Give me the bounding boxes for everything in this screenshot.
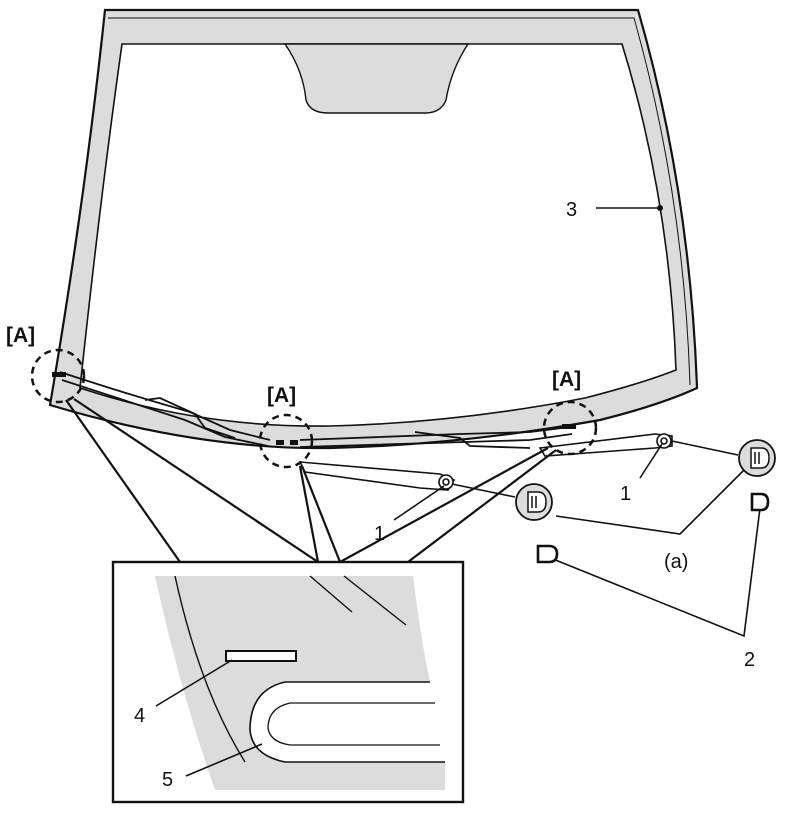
wiper-arms [298,433,673,491]
label-wiper-arm-left: 1 [374,523,385,545]
right-wiper-arm-link [414,431,531,449]
label-wiper-arm-right: 1 [620,483,631,505]
label-leader-lines [155,207,761,777]
label-windshield: 3 [566,199,577,221]
label-frit-edge: 5 [162,769,173,791]
callout-label-center: [A] [267,384,296,407]
text-labels: [A] [A] [A] 3 1 1 (a) 2 4 5 [6,199,755,791]
left-wiper-blade-inner [61,379,269,447]
label-caps: 2 [744,649,755,671]
loose-cap-left [536,544,559,564]
mirror-frit-area [283,43,470,114]
cap-icon-right [750,447,770,469]
callout-circles [30,348,598,469]
left-wiper-arm [298,461,456,491]
callout-circle-left [30,348,86,404]
right-wiper-arm [538,433,673,457]
label-cap-note: (a) [664,551,688,573]
loose-cap-right [750,492,770,512]
detail-glass-edge-line [174,575,246,763]
cap-icon-left [527,491,547,513]
label-marking: 4 [134,705,145,727]
windshield-edge-line [108,17,691,386]
detail-glass-reflections [309,575,407,626]
callout-marks [52,372,576,445]
position-marking [225,650,297,662]
detail-frit-edge-line [249,681,445,763]
pivot-caps [515,439,776,564]
windshield-leader-dot [657,205,663,211]
windshield [48,8,699,450]
callout-circle-center [258,413,314,469]
right-wiper-pivot-nut [660,437,668,445]
callout-circle-right [542,400,598,456]
callout-label-right: [A] [552,368,581,391]
wiper-blades [59,371,573,449]
left-wiper-pivot-nut [442,478,450,486]
detail-box [111,560,465,804]
detail-leader-lines [65,398,557,563]
right-wiper-blade [299,426,571,441]
callout-label-left: [A] [6,324,35,347]
detail-inner-glass-line [267,702,440,746]
left-wiper-arm-link [144,397,236,439]
windshield-clear-area [79,43,677,427]
detail-frit-area [155,576,445,790]
